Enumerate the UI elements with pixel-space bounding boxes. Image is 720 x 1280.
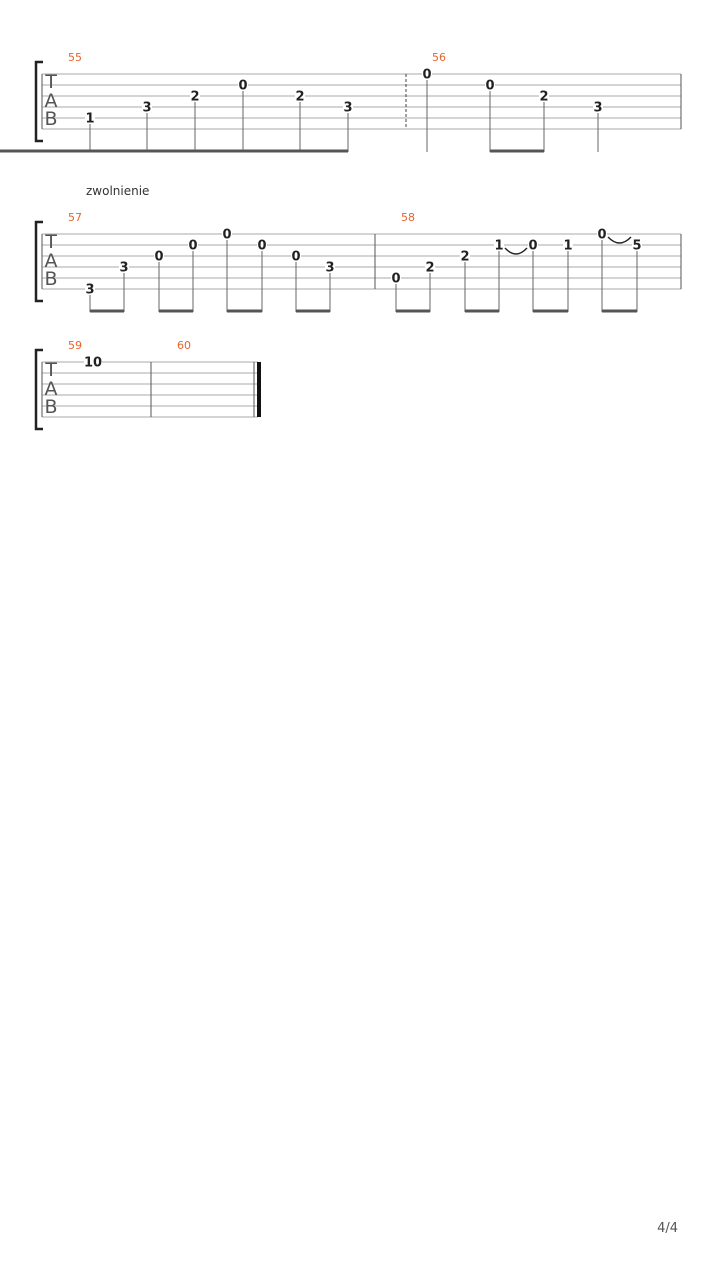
tab-clef-letter: A [45,250,58,272]
system-bracket [34,60,43,143]
fret-number: 3 [85,283,94,298]
fret-number: 0 [238,79,247,94]
fret-number: 5 [632,239,641,254]
fret-number: 0 [391,272,400,287]
fret-number: 10 [84,356,102,371]
fret-knockout [391,272,401,284]
fret-number: 2 [425,261,434,276]
fret-knockout [85,112,95,124]
fret-knockout [597,228,607,240]
fret-number: 0 [188,239,197,254]
fret-number: 1 [494,239,503,254]
fret-number: 2 [190,90,199,105]
fret-number: 0 [422,68,431,83]
tab-clef-letter: T [44,71,57,93]
tab-clef-letter: A [45,90,58,112]
fret-knockout [85,283,95,295]
tab-clef-letter: B [44,108,57,130]
fret-number: 3 [593,101,602,116]
fret-knockout [154,250,164,262]
fret-number: 1 [563,239,572,254]
fret-number: 3 [142,101,151,116]
tab-clef-letter: A [45,378,58,400]
fret-number: 0 [528,239,537,254]
fret-number: 0 [597,228,606,243]
fret-knockout [343,101,353,113]
fret-number: 2 [295,90,304,105]
fret-number: 0 [485,79,494,94]
fret-knockout [425,261,435,273]
fret-number: 2 [460,250,469,265]
tab-clef-letter: B [44,396,57,418]
fret-number: 1 [85,112,94,127]
measure-number: 58 [401,211,415,224]
fret-knockout [485,79,495,91]
fret-number: 0 [291,250,300,265]
measure-number: 55 [68,51,82,64]
fret-knockout [188,239,198,251]
tempo-annotation: zwolnienie [86,184,149,198]
fret-knockout [119,261,129,273]
fret-knockout [257,239,267,251]
fret-knockout [222,228,232,240]
fret-knockout [494,239,504,251]
system-bracket [34,348,43,431]
fret-knockout [563,239,573,251]
fret-knockout [84,356,102,368]
tab-clef-letter: T [44,359,57,381]
fret-number: 0 [222,228,231,243]
slur-tie [607,236,632,244]
fret-knockout [632,239,642,251]
fret-knockout [325,261,335,273]
fret-knockout [190,90,200,102]
fret-number: 3 [325,261,334,276]
fret-knockout [593,101,603,113]
fret-knockout [422,68,432,80]
fret-number: 2 [539,90,548,105]
fret-number: 0 [154,250,163,265]
tab-clef-letter: T [44,231,57,253]
measure-number: 56 [432,51,446,64]
measure-number: 59 [68,339,82,352]
fret-knockout [528,239,538,251]
system-bracket [34,220,43,303]
fret-number: 0 [257,239,266,254]
fret-number: 3 [119,261,128,276]
fret-knockout [460,250,470,262]
fret-knockout [291,250,301,262]
measure-number: 60 [177,339,191,352]
fret-knockout [539,90,549,102]
tab-clef-letter: B [44,268,57,290]
fret-knockout [238,79,248,91]
fret-knockout [142,101,152,113]
fret-number: 3 [343,101,352,116]
measure-number: 57 [68,211,82,224]
page-number: 4/4 [657,1221,678,1236]
slur-tie [504,247,528,255]
fret-knockout [295,90,305,102]
